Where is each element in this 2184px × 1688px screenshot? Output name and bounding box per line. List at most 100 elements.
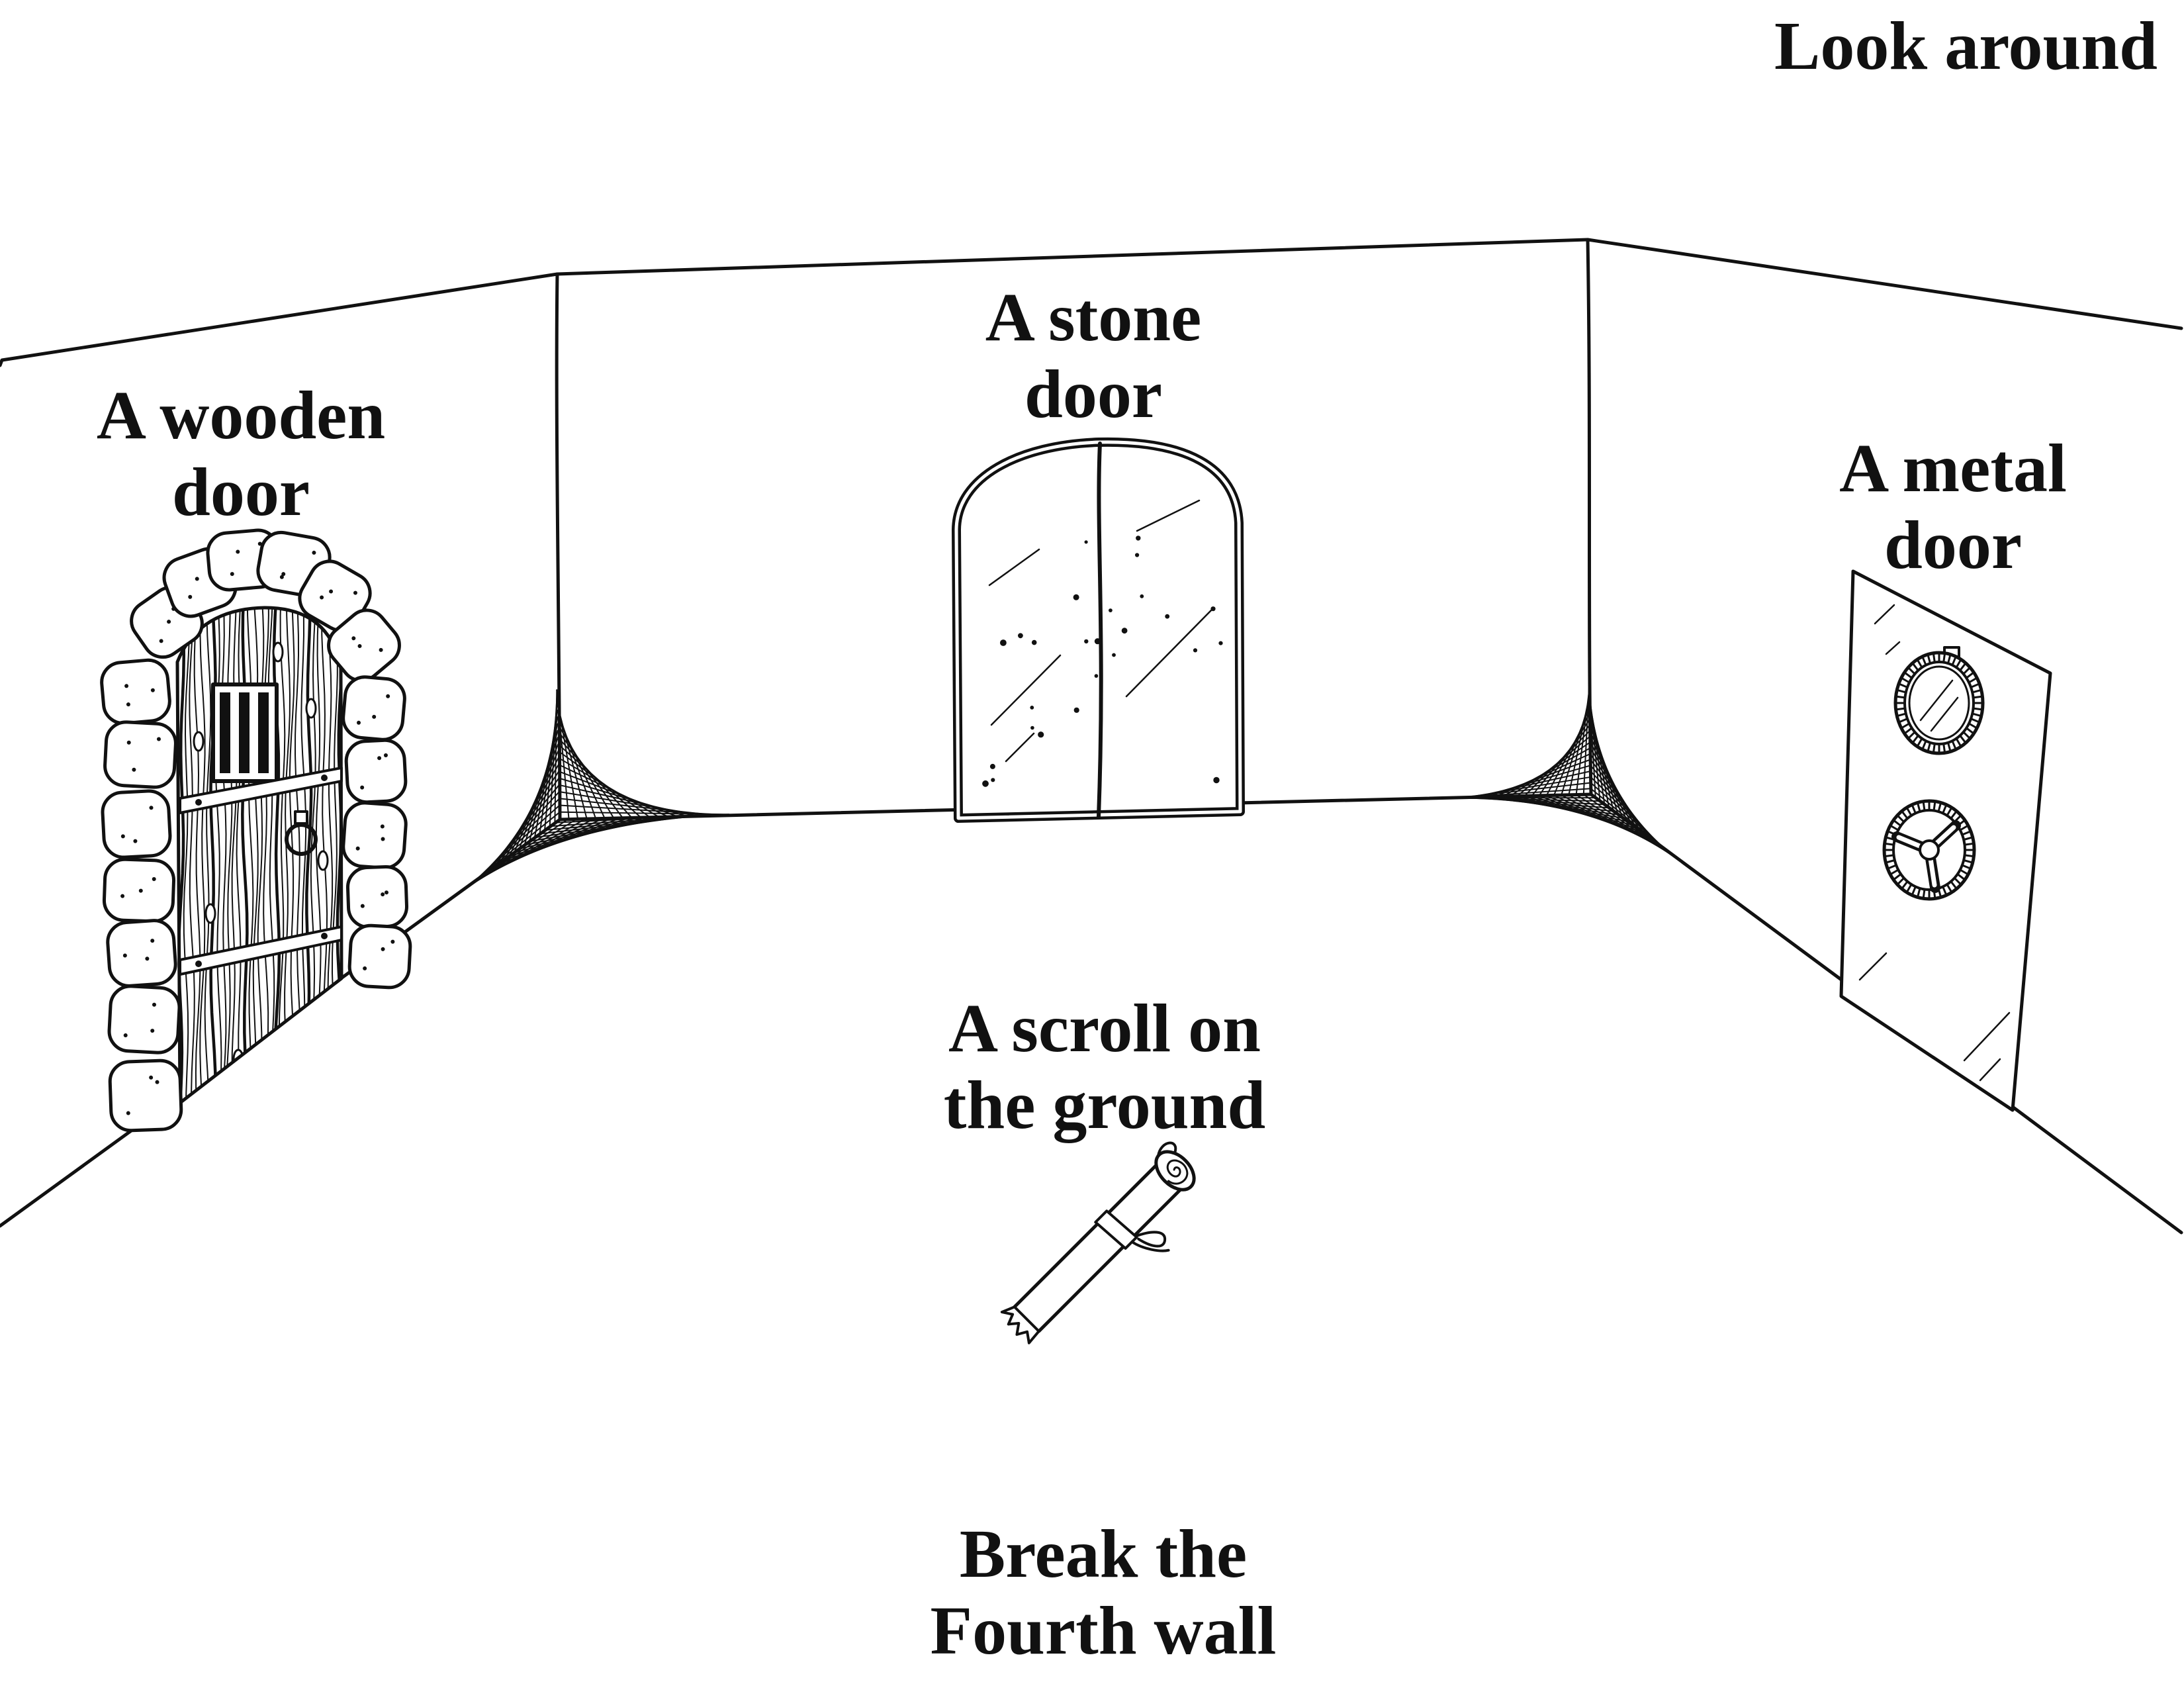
stone-speck	[152, 876, 156, 881]
choice-line: the ground	[943, 1067, 1266, 1143]
arch-stone	[327, 608, 401, 682]
knurl-tick	[1932, 744, 1936, 754]
knurl-tick	[1974, 707, 1983, 711]
scroll-end-fan	[1000, 1305, 1040, 1344]
gloss-line	[1930, 696, 1959, 732]
knurl-tick	[1897, 718, 1907, 724]
knurl-tick	[1901, 810, 1908, 819]
stone-speck	[230, 572, 234, 577]
knurl-tick	[1960, 869, 1970, 876]
stone-speck	[133, 839, 138, 843]
knurl-tick	[1927, 743, 1931, 753]
wood-grain	[214, 608, 222, 1103]
knurl-tick	[1942, 652, 1946, 662]
gloss-line	[1885, 641, 1901, 655]
stone-speck	[120, 834, 125, 839]
knurl-tick	[1884, 842, 1893, 846]
knurl-tick	[1972, 688, 1983, 693]
nail	[195, 961, 202, 967]
grille-bar	[220, 692, 230, 773]
knurl-tick	[1946, 806, 1953, 816]
stone-speck	[381, 947, 385, 951]
knurl-tick	[1922, 890, 1926, 900]
metal-door[interactable]	[1839, 569, 2052, 1112]
knocker-plate	[294, 810, 308, 825]
arch-stone	[108, 1058, 183, 1133]
stone-speck	[152, 1002, 156, 1007]
stone-speck	[1140, 594, 1144, 598]
knurl-tick	[1892, 874, 1901, 881]
gloss-line	[990, 654, 1062, 726]
stone-speck	[320, 595, 324, 600]
knurl-tick	[1932, 652, 1936, 662]
porthole-window	[1893, 646, 1985, 755]
knurl-tick	[1903, 727, 1912, 735]
stone-speck	[1084, 540, 1088, 544]
scroll-ribbon-bow	[1130, 1231, 1170, 1252]
knurl-tick	[1965, 854, 1975, 858]
knurl-tick	[1897, 682, 1907, 688]
wood-grain	[241, 608, 249, 1103]
knurl-tick	[1916, 658, 1923, 668]
knurl-tick	[1911, 662, 1919, 671]
stone-speck	[150, 688, 155, 692]
knurl-tick	[1886, 865, 1896, 870]
choice-break-fourth-wall[interactable]: Break the Fourth wall	[872, 1516, 1335, 1669]
gloss-line	[1858, 952, 1888, 981]
cobweb-strand	[556, 689, 570, 820]
choice-metal-door[interactable]: A metal door	[1754, 430, 2152, 584]
scroll-item[interactable]	[996, 1140, 1224, 1368]
stone-speck	[1193, 648, 1198, 653]
stone-speck	[281, 572, 286, 577]
knurl-tick	[1896, 878, 1904, 886]
nail	[321, 774, 328, 781]
knurl-tick	[1900, 723, 1909, 729]
knurl-tick	[1921, 655, 1927, 665]
stone-speck	[991, 778, 995, 782]
stone-speck	[381, 892, 385, 897]
stone-block	[106, 919, 177, 988]
look-around-action[interactable]: Look around	[1721, 8, 2158, 85]
wood-grain	[204, 608, 212, 1103]
stone-block	[341, 801, 408, 870]
knurl-tick	[1903, 671, 1912, 679]
choice-line: A stone	[985, 279, 1202, 355]
stone-speck	[1135, 553, 1140, 557]
gloss-line	[1005, 732, 1035, 763]
stone-speckles	[982, 536, 1223, 787]
stone-speck	[150, 939, 155, 943]
knurl-tick	[1905, 806, 1912, 816]
right-cobweb	[1449, 683, 1678, 859]
knurl-tick	[1952, 741, 1957, 751]
scroll-edge	[1013, 1158, 1163, 1309]
stone-speck	[1073, 594, 1079, 600]
stone-block	[327, 608, 401, 682]
knurl-tick	[1895, 688, 1906, 693]
grille-bar	[258, 692, 269, 773]
knurl-tick	[1916, 802, 1921, 812]
wood-grain	[267, 608, 275, 1103]
cobweb-strand	[556, 702, 588, 819]
stone-speck	[351, 636, 356, 641]
cobweb-strand	[1524, 729, 1591, 797]
cobweb-strand	[554, 814, 730, 823]
knurl-tick	[1954, 878, 1962, 886]
porthole-knurl	[1894, 651, 1984, 755]
stone-speck	[126, 740, 131, 745]
nail	[195, 799, 202, 806]
cobweb-strand	[1588, 683, 1596, 799]
stone-speck	[149, 806, 154, 810]
stone-speck	[167, 620, 171, 624]
stone-speck	[257, 541, 262, 546]
choice-scroll[interactable]: A scroll on the ground	[873, 990, 1336, 1144]
wood-knot	[272, 641, 284, 663]
choice-stone-door[interactable]: A stone door	[862, 279, 1325, 433]
scroll-end-edge	[1013, 1305, 1040, 1333]
choice-wooden-door[interactable]: A wooden door	[9, 377, 473, 531]
stone-speck	[1165, 614, 1170, 619]
wood-knot	[305, 698, 317, 719]
stone-speck	[384, 890, 388, 895]
knurl-tick	[1964, 859, 1974, 864]
stone-door[interactable]	[952, 437, 1245, 823]
stone-speck	[357, 643, 362, 648]
